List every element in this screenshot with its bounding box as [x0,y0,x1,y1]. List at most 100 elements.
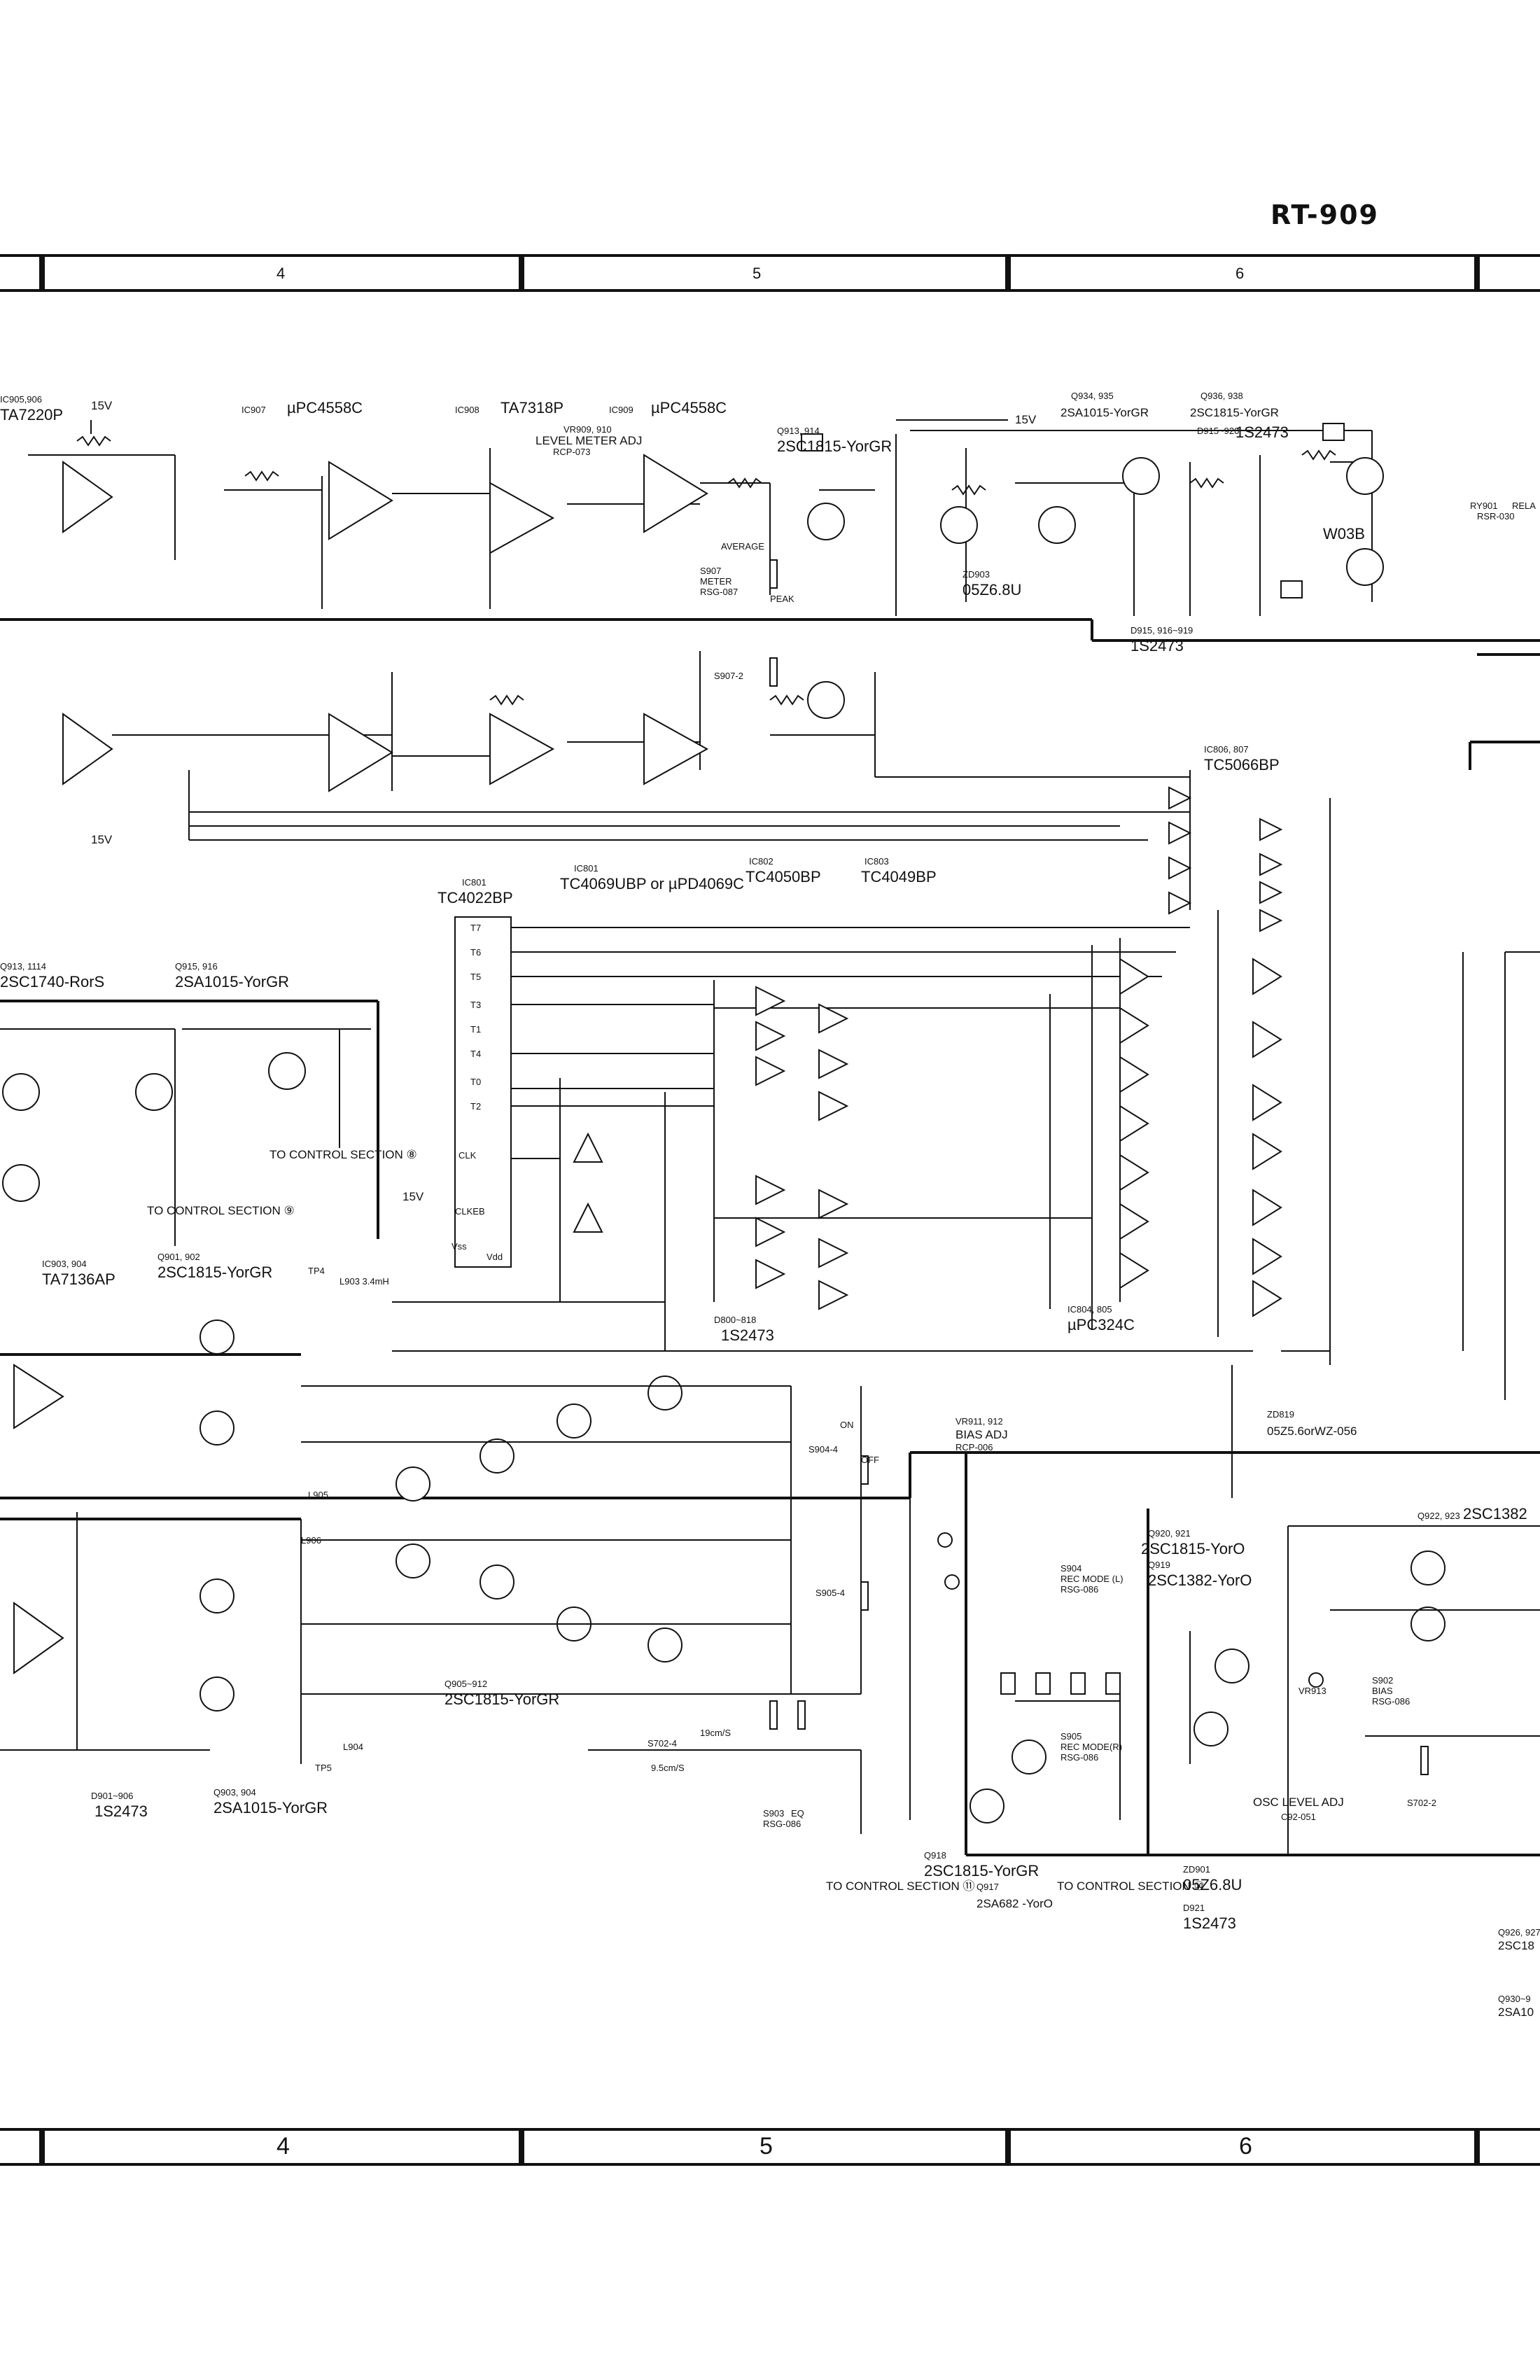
ic907-part: µPC4558C [287,399,363,416]
vr913-ref: VR913 [1298,1686,1326,1696]
ic909-part: µPC4558C [651,399,727,416]
ic906-ref: IC905,906 [0,394,42,405]
q905-part: 2SC1815-YorGR [444,1690,559,1708]
model-title: RT-909 [1270,200,1379,230]
d901-part: 1S2473 [94,1802,148,1820]
q915-part: 2SA1015-YorGR [175,973,289,990]
q936-ref: Q936, 938 [1200,391,1243,401]
q915-ref: Q915, 916 [175,961,218,972]
v15-label-d: 15V [402,1190,424,1203]
counter-out-t3: T3 [470,1000,481,1010]
ic801b-ref: IC801 [574,863,598,874]
q918-part: 2SC1815-YorGR [924,1862,1039,1879]
ic908-ref: IC908 [455,405,479,415]
vr909-ref: VR909, 910 [564,424,612,435]
s907-part: RSG-087 [700,587,738,597]
s903-part: RSG-086 [763,1819,801,1829]
q926-part: 2SC18 [1498,1939,1534,1952]
q901-part: 2SC1815-YorGR [158,1264,272,1281]
d921-ref: D921 [1183,1903,1205,1913]
vr909-name: LEVEL METER ADJ [536,434,642,447]
d800-ref: D800~818 [714,1315,756,1325]
vr913-name: OSC LEVEL ADJ [1253,1795,1344,1809]
to-control-section-10: TO CONTROL SECTION ⑩ [1057,1879,1205,1893]
ry901-part: RSR-030 [1477,511,1514,522]
tp4-label: TP4 [308,1266,325,1276]
q919-part: 2SC1382-YorO [1148,1572,1252,1589]
s902-name: BIAS [1372,1686,1393,1696]
q913-ref: Q913, 914 [777,426,820,436]
off-label: OFF [861,1455,879,1465]
s905-4-label: S905-4 [816,1588,845,1598]
column-label-4-bottom: 4 [276,2133,290,2160]
transistor-labels: Q913, 914 2SC1815-YorGR Q934, 935 2SA101… [0,391,1540,2019]
d901-ref: D901~906 [91,1791,133,1801]
q913b-part: 2SC1740-RorS [0,973,104,990]
s702-4-label: S702-4 [648,1738,677,1749]
ic801b-part: TC4069UBP or µPD4069C [560,875,744,892]
q919-ref: Q919 [1148,1560,1170,1570]
ry901-name: RELA [1512,500,1536,511]
zd819-part: 05Z5.6orWZ-056 [1267,1424,1357,1438]
s902-ref: S902 [1372,1675,1393,1686]
ic803-ref: IC803 [864,856,889,867]
column-label-6: 6 [1236,265,1244,282]
ic803-part: TC4049BP [861,868,937,886]
s904-part: RSG-086 [1060,1584,1098,1595]
s903-name: EQ [791,1808,804,1819]
peak-label: PEAK [770,594,794,604]
q934-part: 2SA1015-YorGR [1060,406,1149,419]
q905-ref: Q905~912 [444,1679,487,1689]
q926-ref: Q926, 927 [1498,1927,1540,1938]
w03b-part: W03B [1323,525,1365,542]
vr911-name: BIAS ADJ [955,1428,1008,1441]
d915-part: 1S2473 [1236,424,1289,441]
column-label-4: 4 [276,265,285,282]
q917-ref: Q917 [976,1882,999,1892]
s905-name: REC MODE(R) [1060,1742,1122,1752]
ic801-part: TC4022BP [438,889,513,906]
ic906-part: TA7220P [0,406,63,424]
counter-out-t6: T6 [470,947,481,958]
d915b-ref: D915, 916~919 [1130,625,1193,636]
counter-out-t2: T2 [470,1101,481,1112]
v15-label-a: 15V [91,399,113,412]
on-label: ON [840,1420,854,1430]
l905-label: L905 [308,1490,328,1500]
q934-ref: Q934, 935 [1071,391,1114,401]
counter-out-t1: T1 [470,1024,481,1035]
column-label-5: 5 [752,265,761,282]
ic804-part: µPC324C [1068,1316,1135,1334]
zd903-ref: ZD903 [962,569,990,580]
q920-part: 2SC1815-YorO [1141,1540,1245,1558]
q913-part: 2SC1815-YorGR [777,438,892,455]
counter-output-labels: T7 T6 T5 T3 T1 T4 T0 T2 [470,923,481,1112]
offpage-connectors: TO CONTROL SECTION ⑧ TO CONTROL SECTION … [147,1148,1205,1893]
column-label-6-bottom: 6 [1239,2133,1252,2160]
ic908-part: TA7318P [500,399,564,416]
ic801-ref: IC801 [462,877,486,888]
tp5-label: TP5 [315,1763,332,1773]
counter-out-t7: T7 [470,923,481,933]
s904-4-label: S904-4 [808,1444,838,1455]
zd901-ref: ZD901 [1183,1864,1210,1875]
s903-ref: S903 [763,1808,784,1819]
v15-label-c: 15V [1015,413,1037,426]
ry901-ref: RY901 [1470,500,1498,511]
clk-label: CLK [458,1150,477,1161]
ic802-part: TC4050BP [746,868,821,886]
s905-part: RSG-086 [1060,1752,1098,1763]
to-control-section-11: TO CONTROL SECTION ⑪ [826,1879,975,1893]
counter-out-t5: T5 [470,972,481,982]
s907-name: METER [700,576,732,587]
q920-ref: Q920, 921 [1148,1528,1191,1539]
to-control-section-9: TO CONTROL SECTION ⑨ [147,1204,295,1217]
zd903-part: 05Z6.8U [962,581,1021,598]
ic806-ref: IC806, 807 [1204,744,1249,755]
vss-label: Vss [451,1241,467,1252]
q936-part: 2SC1815-YorGR [1190,406,1279,419]
l906-label: L906 [301,1535,321,1546]
q918-ref: Q918 [924,1850,946,1861]
